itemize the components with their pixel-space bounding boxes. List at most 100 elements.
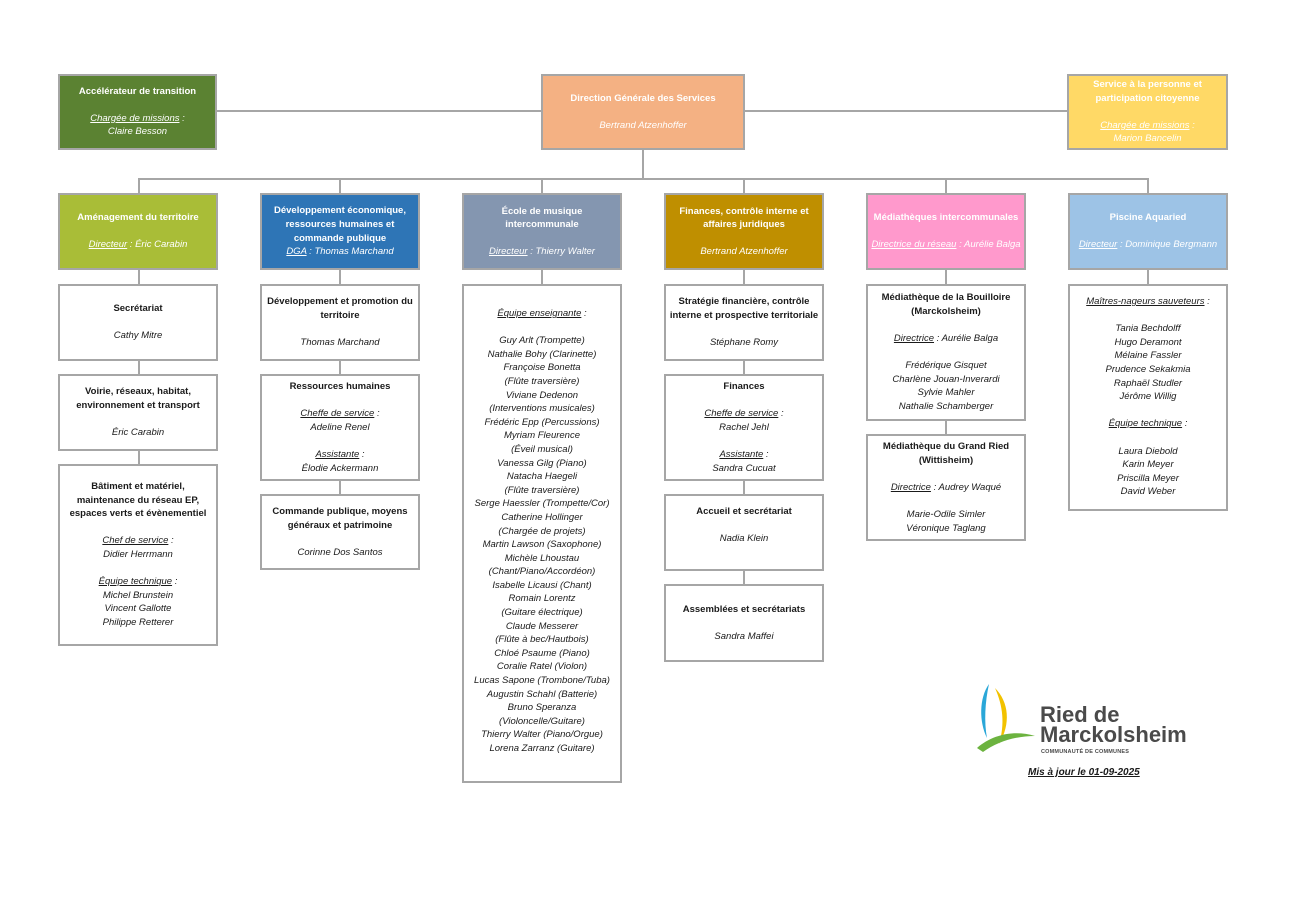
role-label: Équipe enseignante: [497, 308, 582, 319]
connector-col4-c: [743, 479, 745, 495]
connector-departments-horizontal: [138, 178, 1149, 180]
connector-dept6: [1147, 178, 1149, 194]
person-name: Bertrand Atzenhoffer: [599, 119, 687, 131]
teacher-entry: (Chargée de projets): [498, 525, 586, 537]
connector-col3-a: [541, 268, 543, 285]
teacher-entry: (Interventions musicales): [489, 403, 595, 415]
dept-developpement: Développement économique, ressources hum…: [260, 193, 420, 270]
section-finances: Finances Cheffe de service : Rachel Jehl…: [664, 374, 824, 481]
teacher-entry: Guy Arlt (Trompette): [499, 335, 585, 347]
section-equipe-enseignante: Équipe enseignante : Guy Arlt (Trompette…: [462, 284, 622, 783]
connector-col4-b: [743, 359, 745, 375]
person-name: Jérôme Willig: [1119, 391, 1177, 403]
box-accelerateur-transition: Accélérateur de transition Chargée de mi…: [58, 74, 217, 150]
dept-title: Médiathèques intercommunales: [873, 212, 1019, 224]
section-title: Finances: [723, 381, 765, 392]
role-label: Directeur: [88, 239, 128, 250]
person-name: Vincent Gallotte: [104, 603, 172, 615]
teacher-entry: Bruno Speranza: [507, 702, 577, 714]
section-accueil-secretariat: Accueil et secrétariat Nadia Klein: [664, 494, 824, 571]
teacher-entry: Augustin Schahl (Batterie): [486, 688, 598, 700]
section-strategie-financiere: Stratégie financière, contrôle interne e…: [664, 284, 824, 361]
section-assemblees: Assemblées et secrétariats Sandra Maffei: [664, 584, 824, 662]
person-name: Éric Carabin: [135, 239, 188, 250]
person-name: Tania Bechdolff: [1115, 323, 1181, 335]
person-name: Audrey Waqué: [938, 481, 1002, 493]
section-mediatheque-grand-ried: Médiathèque du Grand Ried (Wittisheim) D…: [866, 434, 1026, 541]
section-voirie: Voirie, réseaux, habitat, environnement …: [58, 374, 218, 451]
person-name: Thomas Marchand: [300, 336, 380, 348]
person-name: Philippe Retterer: [102, 616, 174, 628]
section-title: Voirie, réseaux, habitat, environnement …: [76, 386, 200, 411]
person-name: Michel Brunstein: [102, 589, 174, 601]
teacher-entry: Coralie Ratel (Violon): [496, 661, 588, 673]
teacher-entry: Lucas Sapone (Trombone/Tuba): [474, 675, 610, 687]
person-name: Dominique Bergmann: [1125, 239, 1218, 250]
person-name: Charlène Jouan-Inverardi: [892, 373, 1000, 385]
person-name: Marie-Odile Simler: [906, 508, 986, 520]
update-date: Mis à jour le 01-09-2025: [1028, 767, 1140, 778]
person-name: Adeline Renel: [310, 421, 370, 433]
connector-col2-b: [339, 359, 341, 375]
teacher-entry: (Flûte à bec/Hautbois): [495, 634, 589, 646]
teacher-entry: Catherine Hollinger: [501, 511, 583, 523]
role-label: Cheffe de service: [300, 408, 375, 420]
role-label: Assistante: [719, 448, 764, 460]
dept-title: Finances, contrôle interne et affaires j…: [679, 205, 809, 231]
person-name: Aurélie Balga: [941, 332, 999, 344]
role-label: Cheffe de service: [704, 408, 779, 420]
person-name: Thierry Walter: [535, 245, 595, 257]
teacher-entry: (Chant/Piano/Accordéon): [488, 566, 596, 578]
role-label: Chargée de missions: [1100, 119, 1190, 131]
person-name: Stéphane Romy: [709, 336, 779, 348]
section-ressources-humaines: Ressources humaines Cheffe de service : …: [260, 374, 420, 481]
role-label: Directeur: [1078, 239, 1118, 250]
person-name: Corinne Dos Santos: [297, 546, 383, 558]
teacher-entry: Viviane Dedenon: [505, 389, 579, 401]
dept-title: Développement économique, ressources hum…: [274, 205, 406, 244]
connector-col4-a: [743, 268, 745, 285]
section-batiment: Bâtiment et matériel, maintenance du rés…: [58, 464, 218, 646]
person-name: Nathalie Schamberger: [898, 400, 994, 412]
teacher-entry: Lorena Zarranz (Guitare): [489, 743, 595, 754]
person-name: Éric Carabin: [111, 426, 165, 438]
teacher-entry: Natacha Haegeli: [506, 471, 578, 483]
person-name: Karin Meyer: [1122, 459, 1174, 471]
person-name: Mélaine Fassler: [1114, 350, 1182, 362]
section-title: Médiathèque de la Bouilloire (Marckolshe…: [881, 292, 1011, 317]
section-commande-publique: Commande publique, moyens généraux et pa…: [260, 494, 420, 570]
box-title: Service à la personne et participation c…: [1093, 79, 1202, 104]
teacher-entry: Romain Lorentz: [508, 593, 576, 605]
teacher-entry: Martin Lawson (Saxophone): [482, 539, 602, 551]
role-label: Équipe technique: [98, 576, 173, 588]
role-label: Chef de service: [102, 535, 169, 547]
person-name: Didier Herrmann: [103, 548, 173, 560]
logo-line1: Ried de: [1040, 702, 1120, 727]
dept-finances: Finances, contrôle interne et affaires j…: [664, 193, 824, 270]
connector-col1-a: [138, 268, 140, 285]
ried-marckolsheim-logo-icon: [977, 684, 1035, 752]
role-label: Directeur: [489, 245, 528, 257]
connector-col5-b: [945, 419, 947, 435]
teacher-entry: Myriam Fleurence: [503, 430, 580, 442]
person-name: Raphaël Studler: [1113, 377, 1183, 389]
connector-col2-c: [339, 479, 341, 495]
person-name: Bertrand Atzenhoffer: [700, 245, 788, 257]
connector-col5-a: [945, 268, 947, 285]
section-title: Commande publique, moyens généraux et pa…: [272, 506, 408, 531]
dept-mediatheques: Médiathèques intercommunales Directrice …: [866, 193, 1026, 270]
section-title: Ressources humaines: [289, 381, 391, 392]
role-label: Directrice: [890, 481, 931, 493]
teacher-list: Guy Arlt (Trompette)Nathalie Bohy (Clari…: [474, 334, 610, 755]
teacher-entry: Vanessa Gilg (Piano): [497, 457, 587, 469]
logo-line2: Marckolsheim: [1040, 722, 1187, 747]
role-label: Directrice: [893, 332, 935, 344]
teacher-entry: Chloé Psaume (Piano): [494, 647, 590, 659]
person-name: Sylvie Mahler: [917, 387, 975, 399]
teacher-entry: Françoise Bonetta: [503, 362, 581, 374]
teacher-entry: Thierry Walter (Piano/Orgue): [481, 729, 603, 741]
dept-piscine: Piscine Aquaried Directeur : Dominique B…: [1068, 193, 1228, 270]
person-name: Élodie Ackermann: [301, 462, 379, 474]
person-name: Marion Bancelin: [1113, 133, 1182, 145]
connector-col6-a: [1147, 268, 1149, 285]
